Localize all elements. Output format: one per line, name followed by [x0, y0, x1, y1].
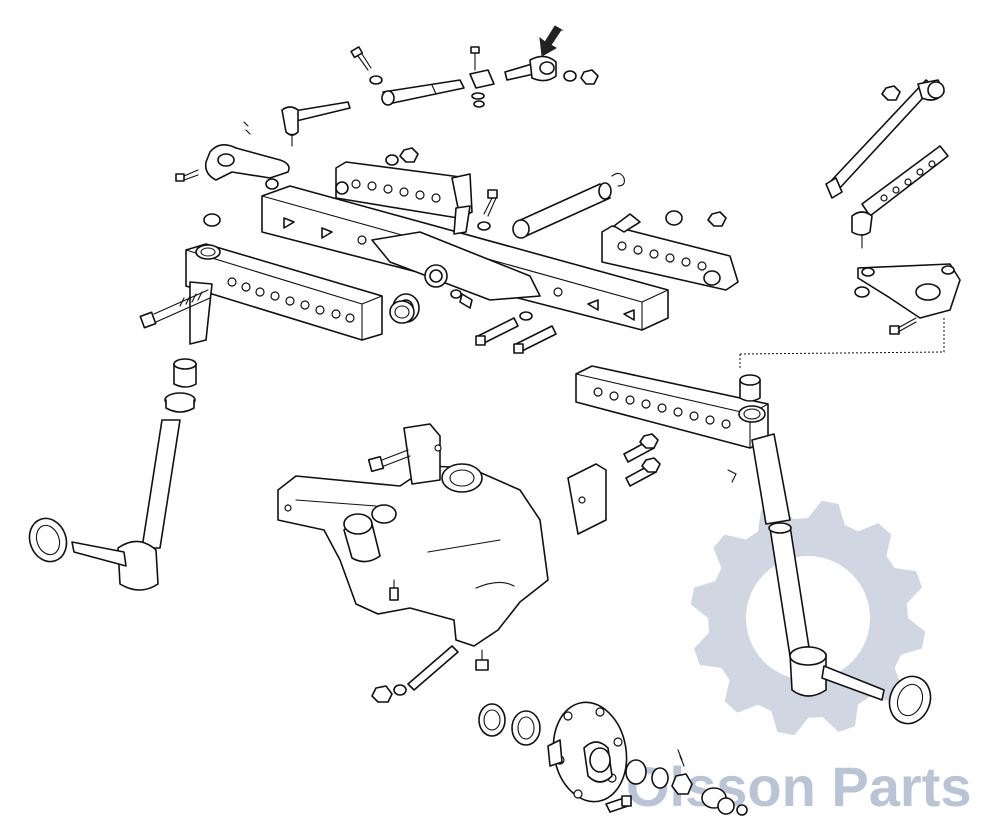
bolt-medium [367, 449, 411, 473]
grease-fitting [389, 579, 399, 601]
bolt-small [889, 317, 917, 335]
nut [580, 69, 599, 85]
steering-arm-right [825, 79, 961, 335]
bolt-small [605, 795, 632, 813]
bolts-right [623, 433, 661, 487]
nut [369, 75, 383, 85]
arrow-down-left-icon [539, 25, 564, 57]
bolt-small [350, 46, 372, 71]
steering-arm-left [175, 101, 351, 190]
axle-extension-left [139, 213, 415, 345]
clamp [469, 69, 495, 108]
axle-extension-right [601, 210, 739, 291]
spindle-left [28, 358, 197, 591]
axle-support-bracket [277, 423, 607, 647]
reference-line [739, 318, 945, 368]
washer [563, 70, 577, 82]
gear-logo-icon [690, 500, 926, 736]
tie-rod-assembly-top [350, 25, 599, 108]
grease-fitting [475, 649, 489, 671]
bolt-long [139, 289, 211, 329]
stud-and-nut [371, 645, 489, 703]
axle-extension-rear [335, 147, 498, 235]
pivot-pin [512, 172, 625, 239]
tie-rod-sleeve [381, 79, 465, 106]
bolt-small [459, 293, 473, 309]
axle-extension-right-lower [575, 365, 791, 525]
bolts-center [475, 311, 557, 354]
spindle-right [768, 522, 932, 725]
tie-rod-end [504, 55, 557, 82]
wheel-hub-assembly [478, 701, 748, 816]
bolt-medium [483, 189, 498, 217]
clamp-bolt [470, 46, 480, 71]
bolt-small [175, 169, 199, 182]
